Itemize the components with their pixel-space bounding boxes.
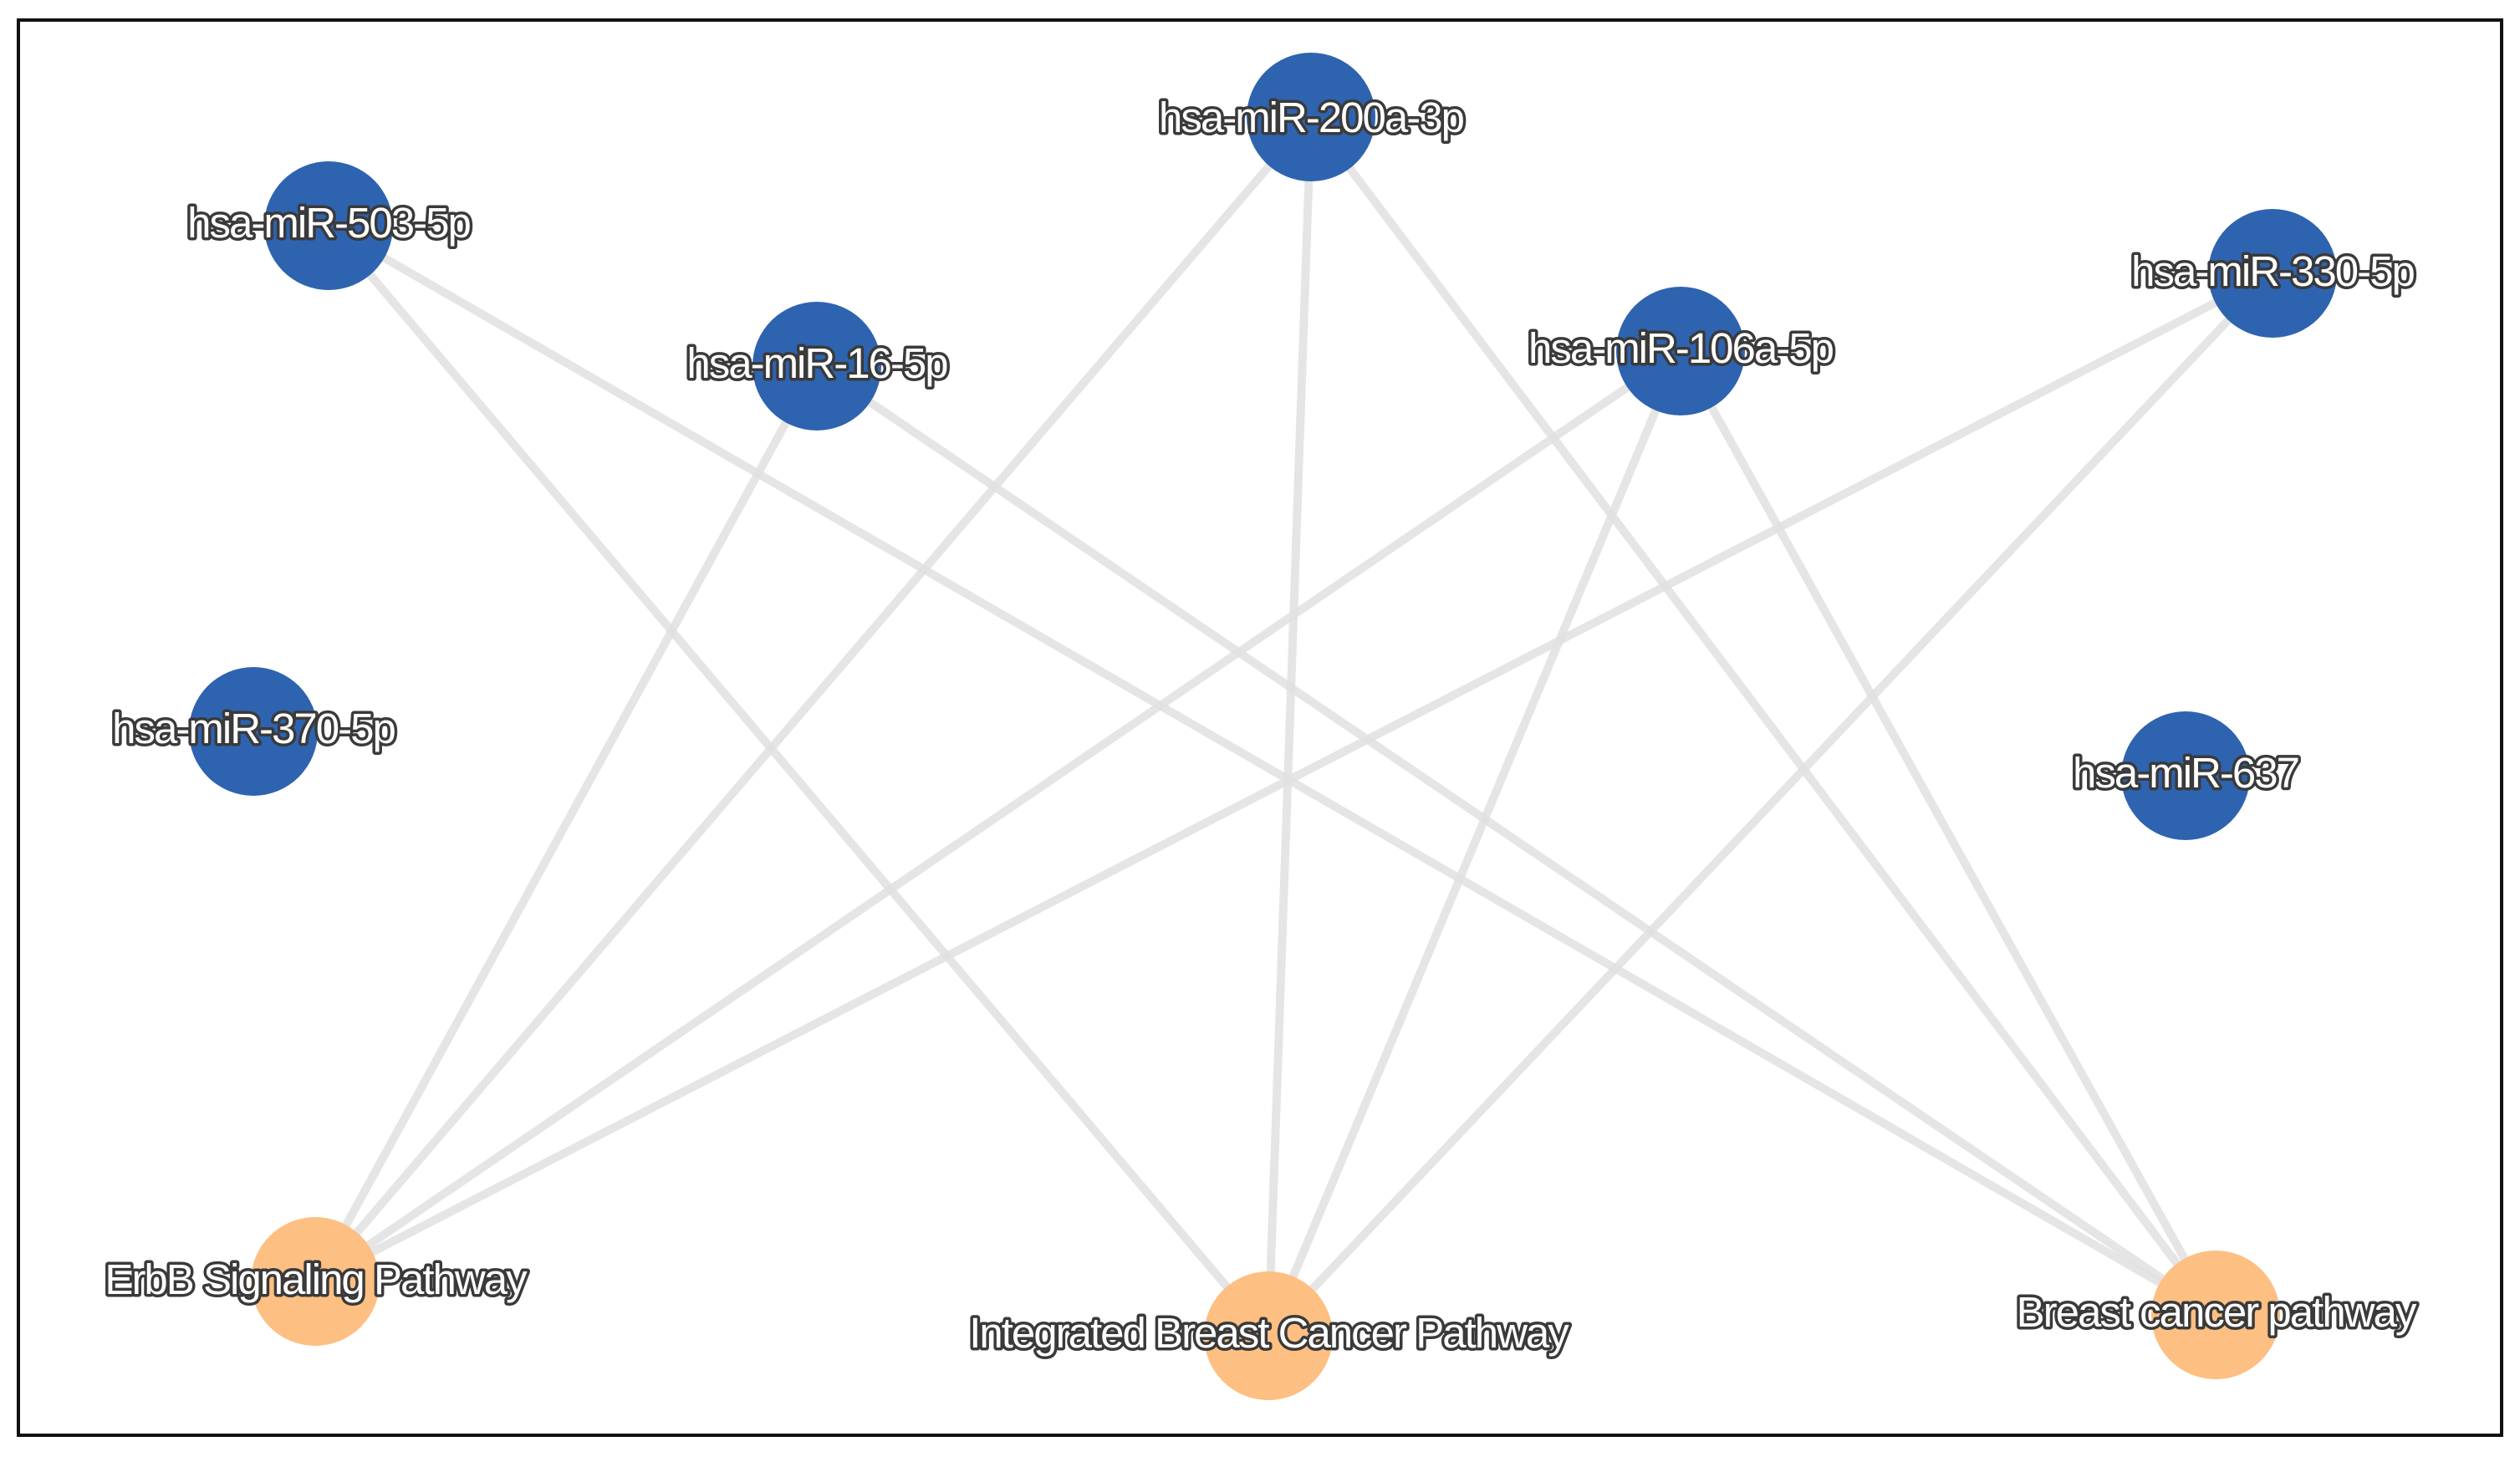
node-erbb[interactable] [251, 1217, 380, 1346]
node-label-mir503: hsa-miR-503-5p [187, 199, 470, 247]
node-label-mir200a: hsa-miR-200a-3p [1159, 94, 1464, 141]
node-label-mir370: hsa-miR-370-5p [112, 705, 395, 752]
edge-mir200a-ibc [1264, 113, 1315, 1340]
node-mir503[interactable] [264, 161, 393, 290]
node-layer [189, 53, 2337, 1400]
node-label-bcp: Breast cancer pathway [2017, 1288, 2417, 1336]
edge-mir16-erbb [311, 362, 821, 1286]
node-mir106a[interactable] [1616, 287, 1745, 415]
node-mir330[interactable] [2208, 209, 2337, 338]
edge-mir106a-bcp [1676, 347, 2220, 1319]
node-bcp[interactable] [2151, 1251, 2280, 1379]
node-mir370[interactable] [189, 667, 318, 796]
node-label-mir330: hsa-miR-330-5p [2131, 247, 2414, 295]
edge-mir16-bcp [813, 362, 2220, 1319]
edge-mir200a-erbb [311, 113, 1315, 1286]
node-label-erbb: ErbB Signaling Pathway [105, 1256, 528, 1303]
node-label-mir16: hsa-miR-16-5p [686, 339, 947, 387]
edge-mir106a-ibc [1264, 347, 1685, 1340]
node-label-mir637: hsa-miR-637 [2073, 749, 2298, 797]
edge-mir330-ibc [1264, 269, 2277, 1340]
edge-mir503-bcp [324, 222, 2220, 1319]
edge-mir503-ibc [324, 222, 1273, 1340]
node-ibc[interactable] [1204, 1271, 1333, 1400]
node-mir200a[interactable] [1247, 53, 1375, 181]
node-label-mir106a: hsa-miR-106a-5p [1528, 324, 1834, 372]
edge-mir200a-bcp [1307, 113, 2220, 1319]
edge-layer [311, 113, 2277, 1340]
node-mir637[interactable] [2121, 711, 2250, 840]
label-layer: hsa-miR-200a-3p hsa-miR-503-5p hsa-miR-16-… [102, 91, 2421, 1360]
node-label-ibc: Integrated Breast Cancer Pathway [969, 1309, 1569, 1357]
edge-mir330-erbb [311, 269, 2277, 1286]
node-mir16[interactable] [752, 302, 881, 430]
edge-mir106a-erbb [311, 347, 1685, 1286]
